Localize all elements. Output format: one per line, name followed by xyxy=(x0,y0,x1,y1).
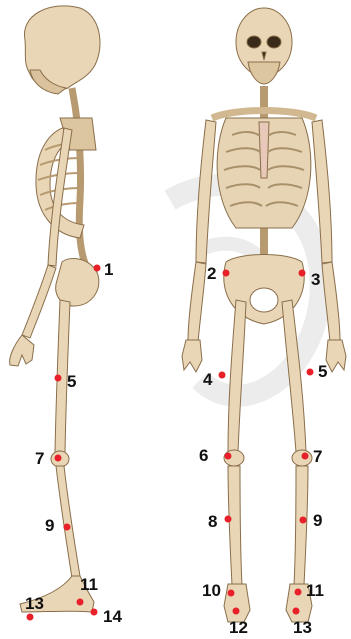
side-pelvis xyxy=(56,258,99,306)
side-view-skeleton xyxy=(10,6,100,612)
front-right-eye-socket xyxy=(267,36,281,48)
front-marker-12-label: 12 xyxy=(229,618,248,637)
side-marker-13-label: 13 xyxy=(25,594,44,613)
front-marker-7-dot xyxy=(302,453,309,460)
front-marker-2-label: 2 xyxy=(207,264,216,283)
front-left-foot xyxy=(224,584,250,622)
front-marker-6-dot xyxy=(225,453,232,460)
front-left-hand xyxy=(182,340,202,372)
front-left-forearm xyxy=(188,262,206,342)
side-marker-1-label: 1 xyxy=(104,260,113,279)
front-marker-13-dot xyxy=(293,608,300,615)
front-marker-13-label: 13 xyxy=(293,618,312,637)
front-marker-8-label: 8 xyxy=(208,512,217,531)
side-marker-13-dot xyxy=(27,614,34,621)
front-marker-11-dot xyxy=(295,589,302,596)
side-marker-11-dot xyxy=(77,599,84,606)
front-jaw xyxy=(248,62,280,84)
side-marker-5-dot xyxy=(55,375,62,382)
side-marker-5-label: 5 xyxy=(67,372,76,391)
side-spine xyxy=(72,88,88,270)
front-left-femur xyxy=(228,300,246,452)
front-sternum xyxy=(259,122,269,178)
side-hand xyxy=(10,335,34,366)
front-left-eye-socket xyxy=(247,36,261,48)
front-marker-5-dot xyxy=(307,369,314,376)
side-marker-1-dot xyxy=(94,265,101,272)
side-forearm xyxy=(22,265,56,338)
front-marker-3-label: 3 xyxy=(311,270,320,289)
front-marker-2-dot xyxy=(223,270,230,277)
front-marker-9-label: 9 xyxy=(313,511,322,530)
front-marker-4-label: 4 xyxy=(203,370,213,389)
front-marker-11-label: 11 xyxy=(306,581,324,600)
side-marker-9-label: 9 xyxy=(45,516,54,535)
side-marker-7-label: 7 xyxy=(35,449,44,468)
side-tibia xyxy=(56,466,80,578)
front-marker-4-dot xyxy=(219,372,226,379)
front-marker-7-label: 7 xyxy=(313,447,322,466)
front-marker-8-dot xyxy=(225,516,232,523)
front-marker-3-dot xyxy=(299,270,306,277)
front-right-tibia xyxy=(294,466,308,585)
front-marker-10-label: 10 xyxy=(202,581,221,600)
front-marker-6-label: 6 xyxy=(199,446,208,465)
side-marker-14-label: 14 xyxy=(103,607,122,626)
side-marker-11-label: 11 xyxy=(80,575,98,594)
side-marker-9-dot xyxy=(64,524,71,531)
front-marker-9-dot xyxy=(300,517,307,524)
front-marker-12-dot xyxy=(233,608,240,615)
front-marker-10-dot xyxy=(228,590,235,597)
front-left-tibia xyxy=(228,466,242,585)
front-right-knee xyxy=(292,450,312,466)
side-marker-7-dot xyxy=(55,455,62,462)
front-pelvic-opening xyxy=(250,288,278,312)
front-marker-5-label: 5 xyxy=(318,362,327,381)
side-marker-14-dot xyxy=(91,609,98,616)
front-right-hand xyxy=(326,340,346,372)
